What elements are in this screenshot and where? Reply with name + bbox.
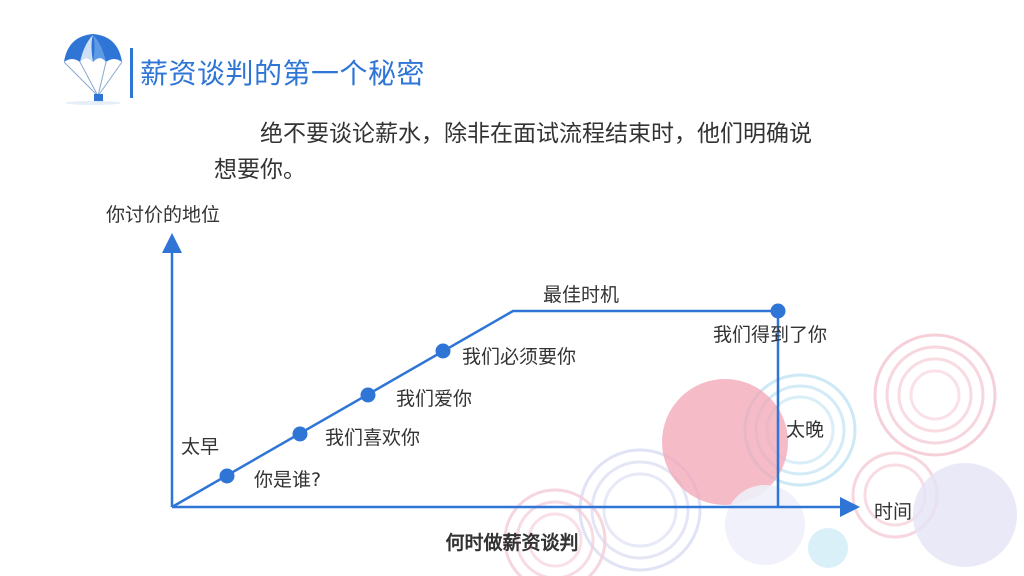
position-curve bbox=[171, 309, 778, 509]
label-too-late: 太晚 bbox=[786, 419, 825, 441]
title-accent-bar bbox=[130, 48, 133, 98]
label-we-love-you: 我们爱你 bbox=[396, 388, 473, 410]
slide-body-text: 绝不要谈论薪水，除非在面试流程结束时，他们明确说想要你。 bbox=[214, 121, 812, 183]
point-we-must-have-you bbox=[435, 343, 451, 359]
y-axis-label: 你讨价的地位 bbox=[106, 204, 221, 226]
label-best-time: 最佳时机 bbox=[543, 284, 620, 306]
diagram-caption: 何时做薪资谈判 bbox=[445, 532, 579, 554]
point-we-got-you bbox=[770, 303, 786, 319]
label-too-early: 太早 bbox=[181, 436, 220, 458]
parachute-icon bbox=[63, 34, 123, 105]
label-we-must-have-you: 我们必须要你 bbox=[462, 346, 577, 368]
label-we-got-you: 我们得到了你 bbox=[713, 324, 828, 346]
label-who-are-you: 你是谁? bbox=[254, 469, 322, 491]
point-we-love-you bbox=[360, 387, 376, 403]
x-axis-label: 时间 bbox=[874, 501, 913, 523]
point-who-are-you bbox=[219, 468, 235, 484]
slide-title: 薪资谈判的第一个秘密 bbox=[140, 57, 426, 90]
label-we-like-you: 我们喜欢你 bbox=[325, 427, 421, 449]
point-we-like-you bbox=[292, 426, 308, 442]
